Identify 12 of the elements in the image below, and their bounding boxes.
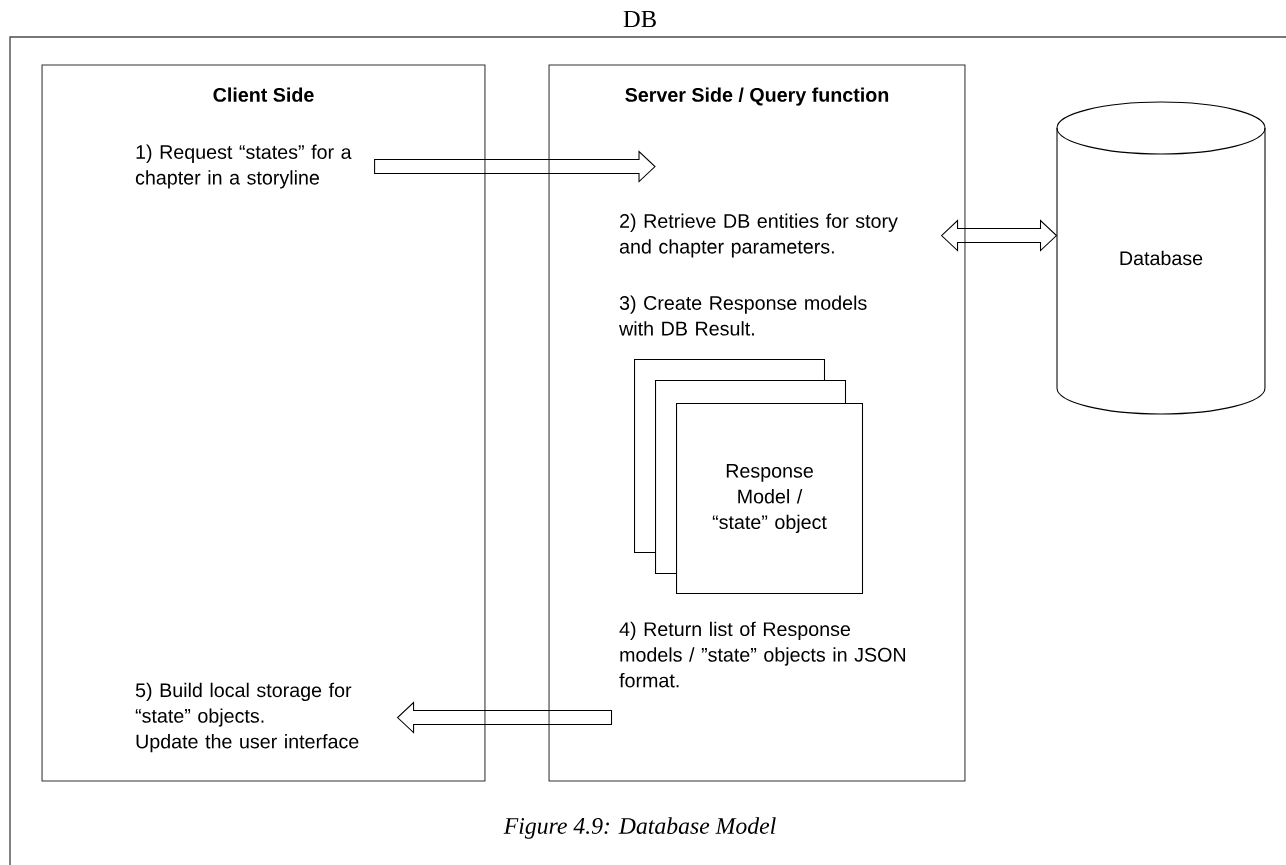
step-text: 1) Request “states” for a chapter in a storyline bbox=[135, 144, 352, 189]
document-sheet: Response Model / “state” object bbox=[676, 403, 864, 595]
database-cylinder: Database bbox=[1056, 101, 1266, 415]
step-text: 2) Retrieve DB entities for story and chapter parameters. bbox=[619, 213, 898, 258]
block-arrow bbox=[396, 701, 613, 734]
block-arrow bbox=[374, 150, 656, 183]
node-label: Database bbox=[1120, 250, 1203, 266]
caption: Figure 4.9: Database Model bbox=[503, 817, 776, 839]
step-text: 3) Create Response models with DB Result. bbox=[619, 295, 867, 336]
step-text: 5) Build local storage for “state” objects. Update the user interface bbox=[135, 682, 359, 753]
step-text: 4) Return list of Response models / ”state” objects in JSON format. bbox=[619, 621, 906, 688]
title: DB bbox=[623, 10, 656, 28]
